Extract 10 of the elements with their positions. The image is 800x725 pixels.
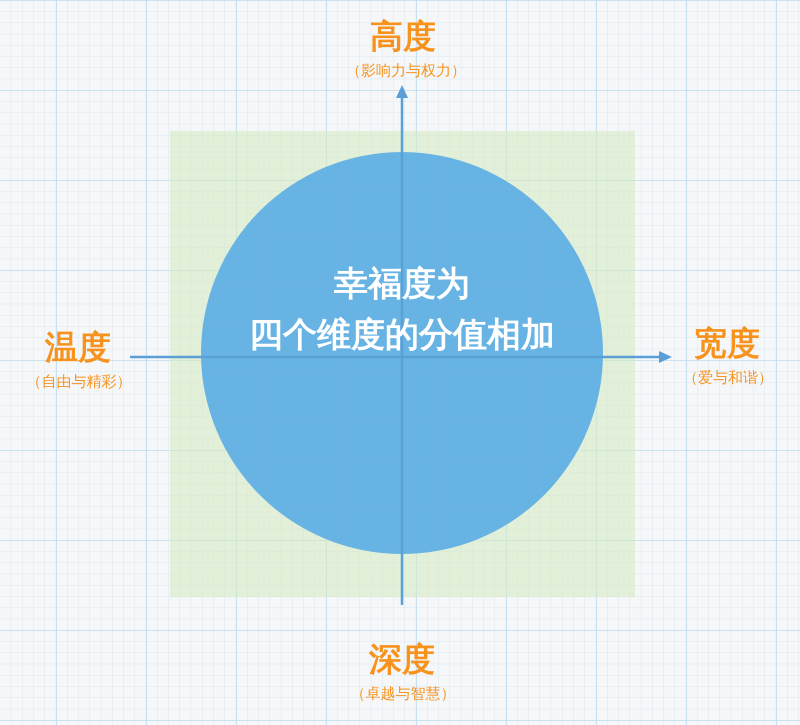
axis-title: 深度 (369, 642, 435, 676)
axis-title: 宽度 (694, 326, 760, 360)
axis-subtitle: （卓越与智慧） (350, 686, 456, 702)
axis-subtitle: （影响力与权力） (346, 64, 466, 78)
axis-subtitle: （自由与精彩） (26, 374, 132, 390)
axis-title: 高度 (370, 20, 436, 52)
axis-subtitle: （爱与和谐） (683, 370, 773, 386)
center-text: 幸福度为四个维度的分值相加 (248, 263, 556, 357)
square-panel (170, 131, 635, 597)
axis-title: 温度 (45, 330, 111, 364)
